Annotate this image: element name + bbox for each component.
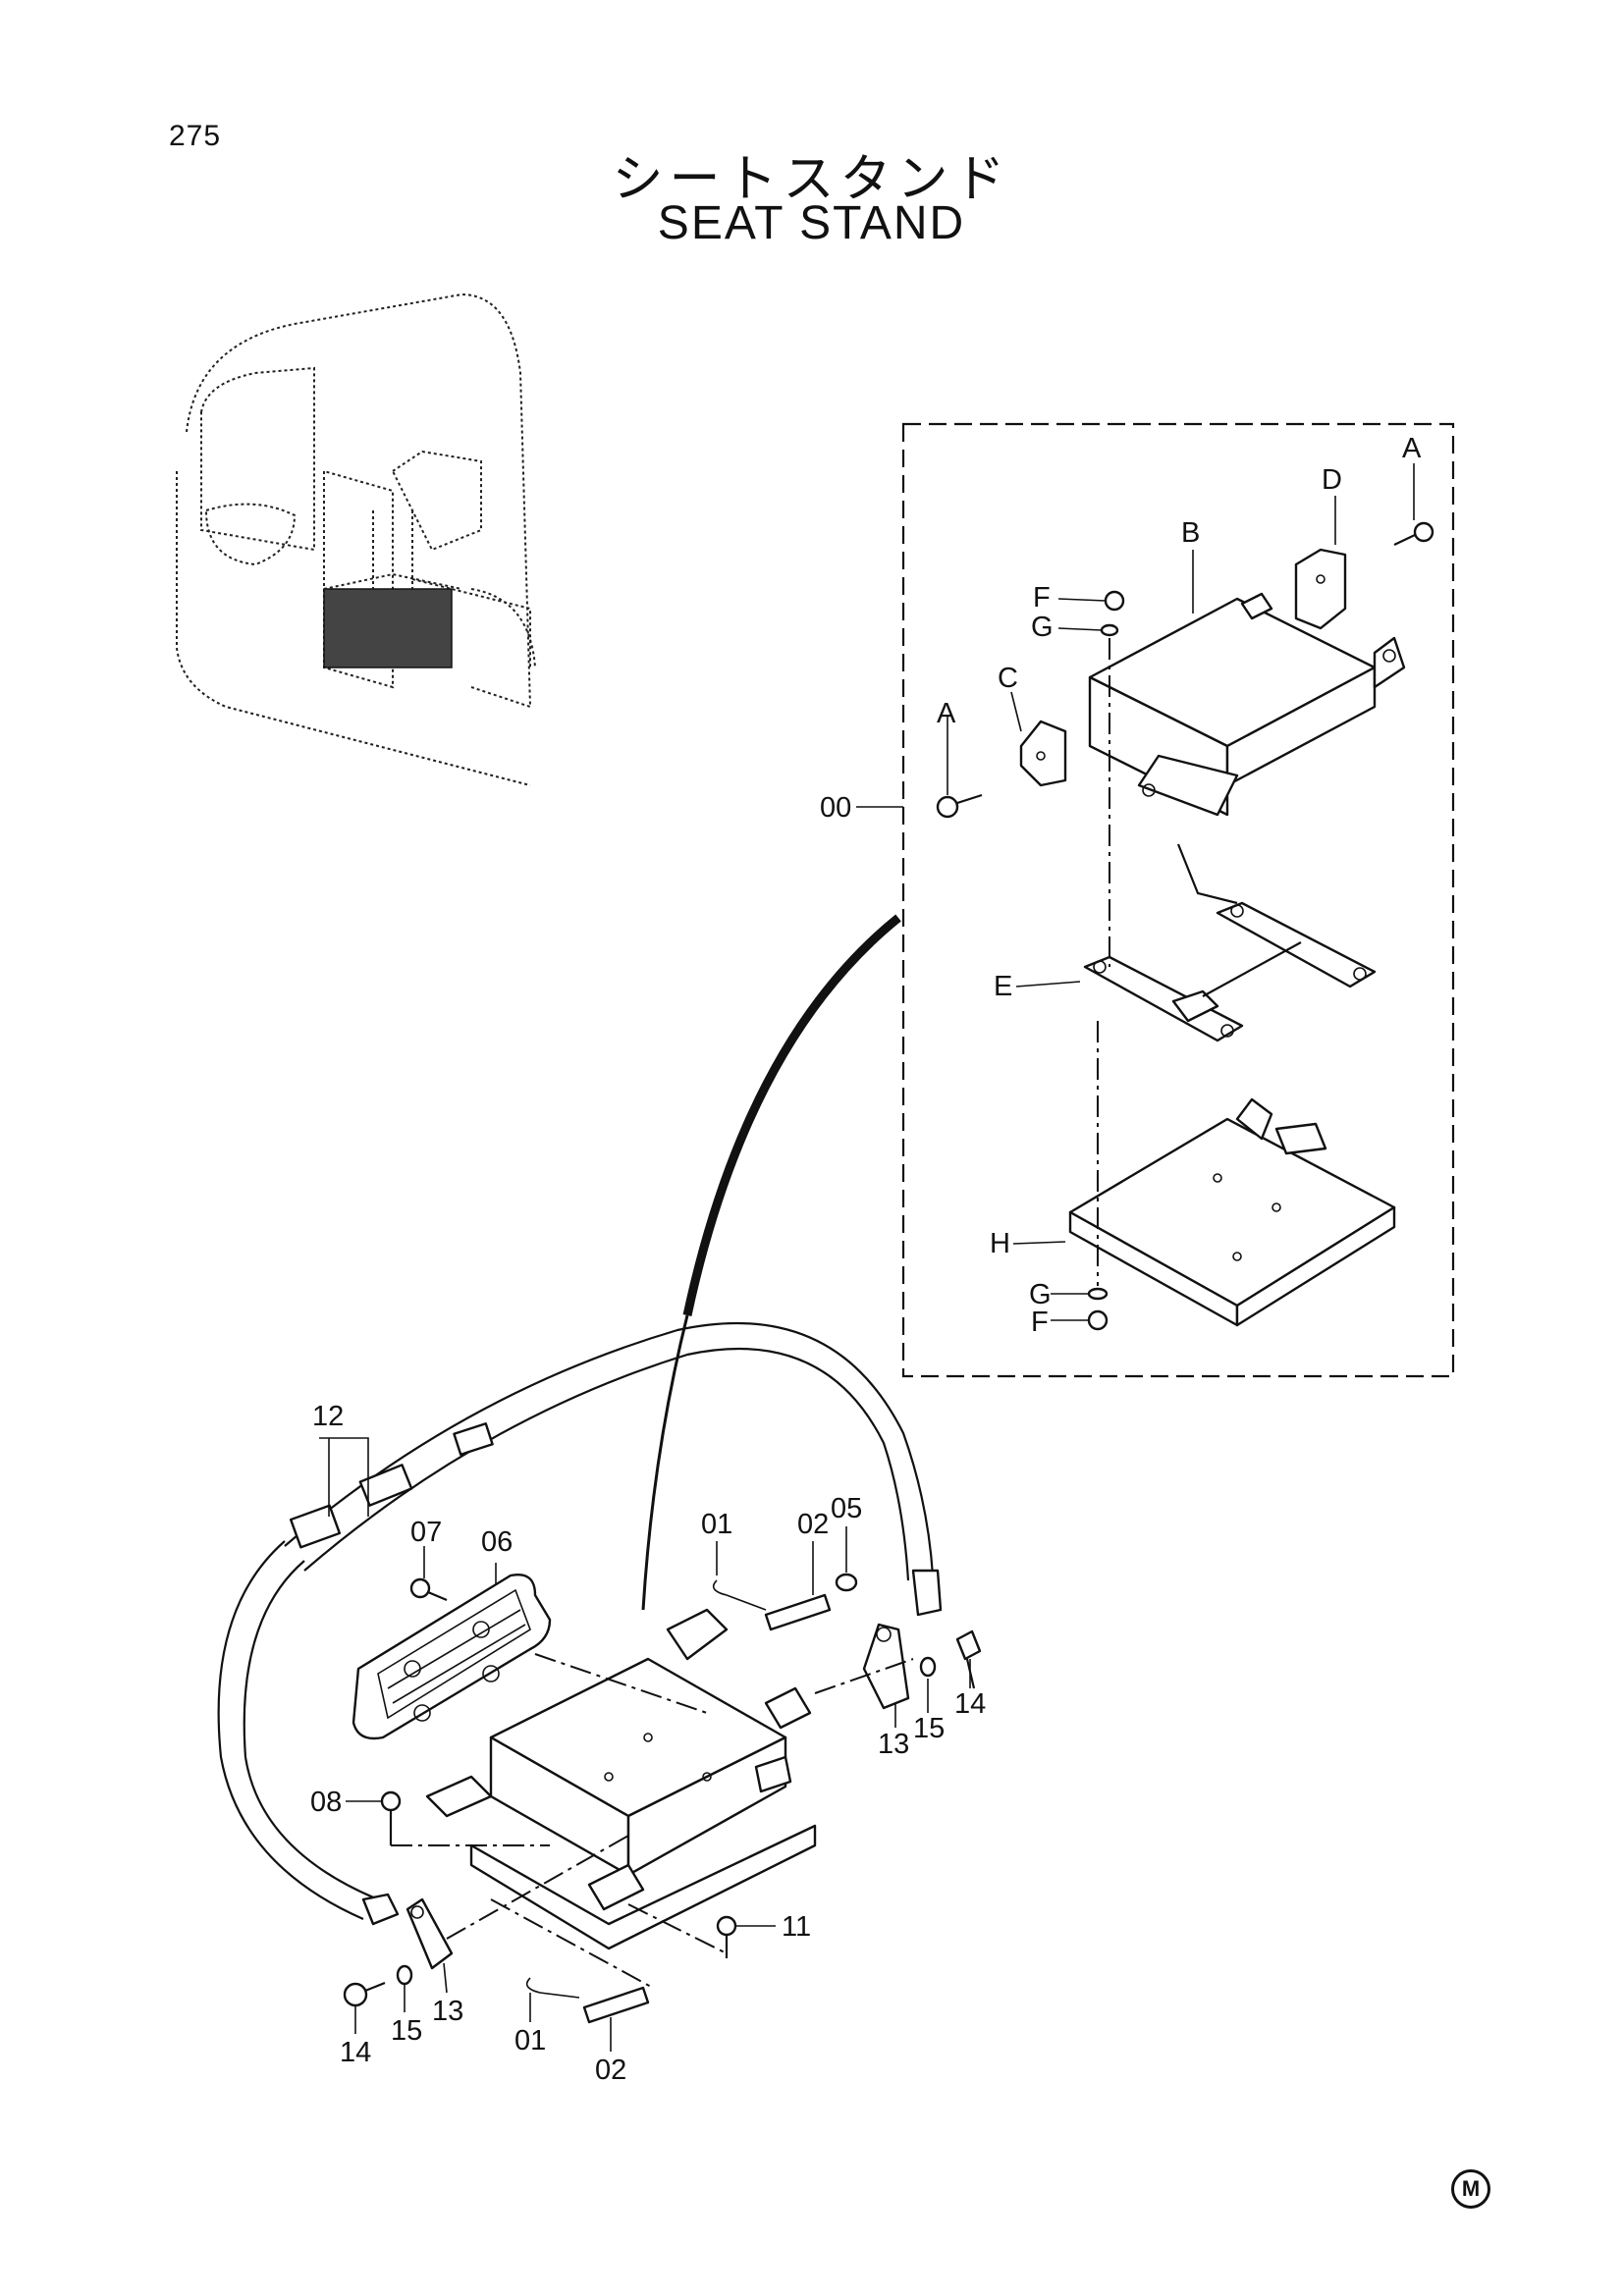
assembly-connection-tail xyxy=(641,1314,689,1611)
bolt-11 xyxy=(716,1915,737,1958)
bracket-13-right xyxy=(862,1623,910,1710)
callout-f-bottom: F xyxy=(1031,1307,1049,1338)
assembly-connection-curve xyxy=(682,914,901,1316)
snap-pin-01-lower xyxy=(525,1977,580,1999)
callout-01-upper: 01 xyxy=(701,1509,732,1540)
callout-c: C xyxy=(998,663,1018,694)
callout-02-lower: 02 xyxy=(595,2055,626,2086)
bracket-d xyxy=(1294,548,1347,630)
diagram-title-english: SEAT STAND xyxy=(657,197,966,249)
callout-h: H xyxy=(990,1228,1010,1259)
highlighted-seat-area xyxy=(323,588,453,668)
callout-13-right: 13 xyxy=(878,1729,909,1760)
callout-f-top: F xyxy=(1033,582,1051,614)
leader-h xyxy=(1012,1241,1066,1245)
callout-d: D xyxy=(1322,464,1342,496)
callout-01-lower: 01 xyxy=(514,2025,546,2056)
leader-f-top xyxy=(1057,598,1107,602)
seat-belt-12 xyxy=(217,1321,943,1926)
bolt-07 xyxy=(409,1577,448,1602)
align-bracket-right xyxy=(814,1658,914,1694)
snap-pin-01-upper xyxy=(712,1579,767,1611)
base-plate-h xyxy=(1068,1097,1396,1327)
callout-e: E xyxy=(994,971,1012,1002)
diagram-title-japanese: シートスタンド xyxy=(612,150,1011,209)
leader-12 xyxy=(319,1437,369,1517)
callout-13-left: 13 xyxy=(432,1996,463,2027)
bolt-a-top xyxy=(1393,521,1434,546)
washer-g-bottom xyxy=(1087,1287,1109,1301)
callout-07: 07 xyxy=(410,1517,442,1548)
callout-11: 11 xyxy=(782,1911,811,1943)
frame-b xyxy=(1088,592,1406,817)
callout-a-top: A xyxy=(1402,433,1422,464)
leader-13-left xyxy=(443,1962,448,1994)
pin-02-lower xyxy=(582,1986,650,2024)
align-cover xyxy=(534,1653,708,1714)
bolt-14-left xyxy=(343,1981,386,2007)
washer-15-right xyxy=(919,1656,937,1678)
washer-05 xyxy=(835,1573,858,1592)
washer-15-left xyxy=(396,1964,413,1986)
leader-e xyxy=(1015,981,1081,988)
page-number: 275 xyxy=(169,120,222,152)
callout-02-upper: 02 xyxy=(797,1509,829,1540)
callout-05: 05 xyxy=(831,1493,862,1524)
callout-a-left: A xyxy=(937,698,956,729)
callout-14-left: 14 xyxy=(340,2037,371,2068)
callout-b: B xyxy=(1181,517,1200,549)
seat-stand-main xyxy=(425,1608,817,1950)
nut-f-bottom xyxy=(1087,1309,1109,1331)
align-pin-lower xyxy=(490,1898,654,1989)
align-bolt-11 xyxy=(627,1903,728,1954)
pin-02-upper xyxy=(764,1593,832,1631)
callout-15-right: 15 xyxy=(913,1713,945,1744)
callout-15-left: 15 xyxy=(391,2015,422,2047)
excavator-cab-overview xyxy=(176,293,536,786)
callout-14-right: 14 xyxy=(954,1688,986,1720)
bracket-c xyxy=(1019,720,1067,787)
bolt-14-right xyxy=(955,1629,982,1689)
bolt-a-left xyxy=(936,793,983,819)
callout-06: 06 xyxy=(481,1526,513,1558)
callout-00: 00 xyxy=(820,792,851,824)
leader-c xyxy=(1010,691,1022,732)
bolt-08 xyxy=(380,1790,402,1845)
bracket-13-left xyxy=(406,1897,454,1970)
callout-12: 12 xyxy=(312,1401,344,1432)
cover-06 xyxy=(352,1574,552,1740)
callout-g-top: G xyxy=(1031,612,1054,643)
maker-mark: M xyxy=(1451,2169,1490,2209)
nut-f-top xyxy=(1104,590,1125,612)
callout-g-bottom: G xyxy=(1029,1279,1052,1310)
slide-rail-e xyxy=(1083,843,1377,1042)
align-bracket-left xyxy=(446,1835,629,1940)
callout-08: 08 xyxy=(310,1787,342,1818)
washer-g-top xyxy=(1100,623,1119,637)
leader-g-top xyxy=(1057,627,1103,631)
assembly-00-boundary xyxy=(901,422,1455,1378)
